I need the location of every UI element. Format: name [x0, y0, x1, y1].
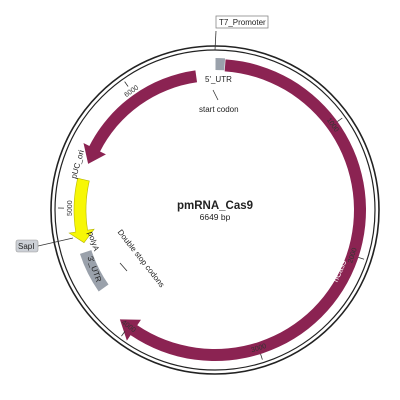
- tick-label-3000: 3000: [250, 343, 267, 354]
- plasmid-length: 6649 bp: [200, 212, 231, 222]
- double-stop-leader: [119, 262, 128, 272]
- start-codon-leader: [212, 89, 219, 101]
- t7-promoter-label: T7_Promoter: [219, 18, 266, 27]
- sapi-label: SapI: [18, 242, 34, 251]
- tick-label-5000: 5000: [67, 200, 74, 216]
- start-codon-label: start codon: [199, 105, 239, 114]
- polya-label: polyA: [86, 230, 101, 252]
- tick-mark-3000: [260, 353, 263, 360]
- tick-mark-6000: [124, 81, 129, 87]
- utr5-feature[interactable]: [215, 58, 226, 71]
- double-stop-label: Double stop codons: [116, 228, 167, 289]
- tick-mark-2000: [358, 257, 365, 260]
- sapi-box[interactable]: [15, 239, 39, 253]
- kanamycin-feature[interactable]: [83, 70, 198, 164]
- tick-label-2000: 2000: [347, 247, 359, 264]
- sapi-leader: [37, 237, 74, 247]
- tick-mark-1000: [337, 117, 343, 122]
- puc-ori-label: pUC_ori: [69, 149, 86, 180]
- tick-mark-4000: [121, 331, 126, 337]
- utr3-feature[interactable]: [79, 250, 109, 292]
- t7-promoter-leader: [214, 30, 217, 51]
- t7-promoter-box[interactable]: [215, 15, 269, 29]
- hcas9-feature[interactable]: [119, 59, 367, 362]
- utr5-label: 5'_UTR: [205, 75, 232, 84]
- plasmid-name: pmRNA_Cas9: [177, 200, 253, 212]
- puc-ori-feature[interactable]: [68, 177, 95, 244]
